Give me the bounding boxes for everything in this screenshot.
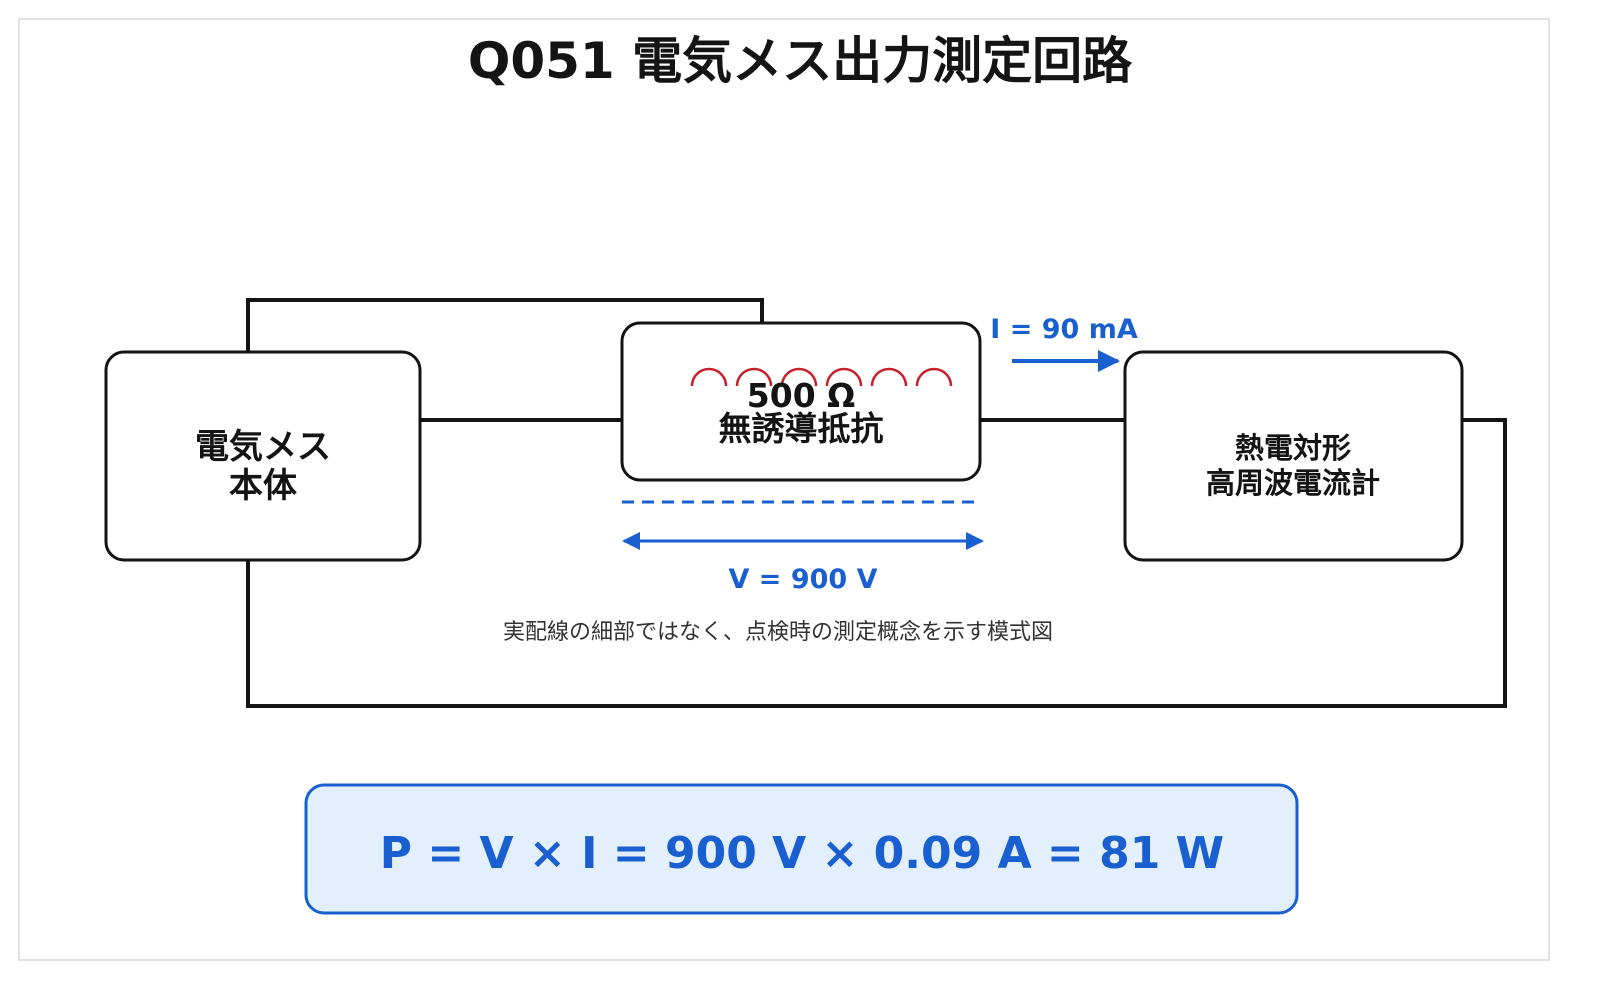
generator-box: 電気メス 本体	[104, 350, 422, 562]
generator-label-line2: 本体	[229, 466, 297, 506]
meter-box: 熱電対形 高周波電流計	[1123, 350, 1464, 562]
meter-label-line2: 高周波電流計	[1206, 466, 1380, 500]
generator-label-line1: 電気メス	[195, 427, 331, 467]
voltage-label: V = 900 V	[729, 564, 878, 595]
resistor-value-label: 500 Ω	[747, 376, 855, 415]
page-title: Q051 電気メス出力測定回路	[468, 32, 1133, 90]
resistor-box: 500 Ω 無誘導抵抗	[620, 321, 982, 482]
diagram-note: 実配線の細部ではなく、点検時の測定概念を示す模式図	[503, 620, 1053, 645]
current-label: I = 90 mA	[990, 314, 1138, 345]
wire-top-loop	[246, 298, 764, 352]
power-formula: P = V × I = 900 V × 0.09 A = 81 W	[380, 828, 1224, 879]
meter-label-line1: 熱電対形	[1235, 431, 1351, 465]
circuit-wires	[246, 298, 1507, 708]
coil-icon	[690, 367, 953, 387]
formula-box: P = V × I = 900 V × 0.09 A = 81 W	[304, 783, 1299, 915]
resistor-name-label: 無誘導抵抗	[719, 409, 884, 448]
wire-return-loop	[246, 418, 1507, 708]
